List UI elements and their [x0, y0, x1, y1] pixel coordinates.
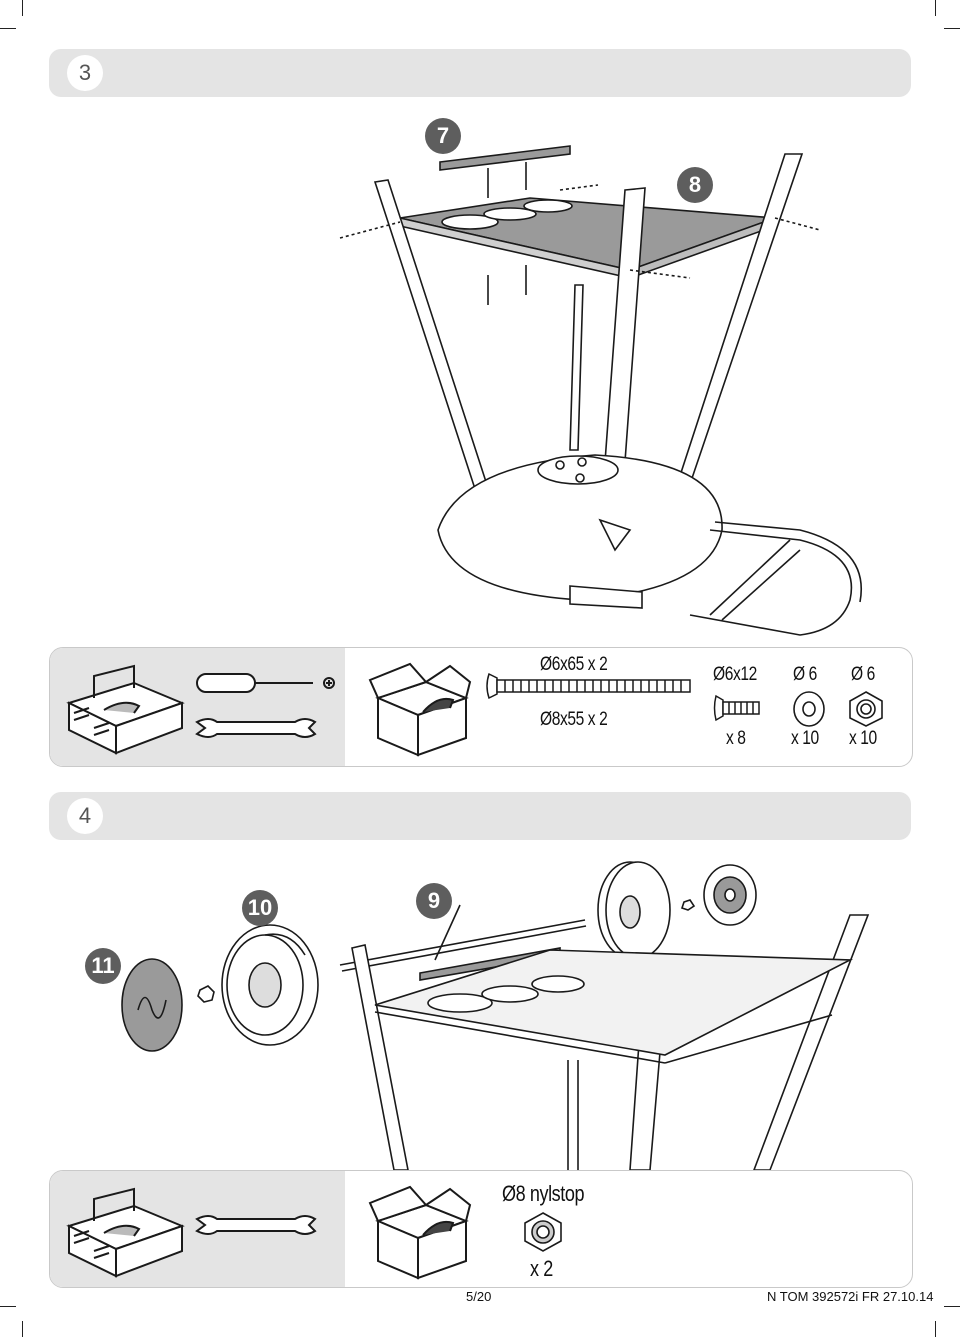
step-number: 4	[67, 798, 103, 834]
step-number: 3	[67, 55, 103, 91]
step-3-illustration: 7 8	[330, 110, 870, 640]
nylstop-qty: x 2	[530, 1256, 553, 1281]
long-screw-icon	[486, 672, 691, 700]
crop-mark	[22, 0, 23, 16]
step-4-header: 4	[49, 792, 911, 840]
step-4-parts-panel: Ø8 nylstop x 2	[49, 1170, 913, 1288]
crop-mark	[0, 1306, 16, 1307]
tools-area	[50, 648, 345, 766]
box-icon	[368, 662, 472, 757]
tools-area	[50, 1171, 345, 1287]
nut-size: Ø 6	[851, 664, 875, 685]
screwdriver-icon	[196, 673, 335, 693]
short-screw-qty: x 8	[726, 728, 746, 749]
washer-qty: x 10	[791, 728, 819, 749]
crop-mark	[22, 1321, 23, 1337]
crop-mark	[0, 28, 16, 29]
washer-icon	[793, 691, 825, 727]
crop-mark	[935, 1321, 936, 1337]
step-3-parts-panel: Ø6x65 x 2 Ø8x55 x 2 Ø6x12 x 8 Ø 6 x 10 Ø…	[49, 647, 913, 767]
nylstop-label: Ø8 nylstop	[502, 1181, 585, 1206]
crop-mark	[935, 0, 936, 16]
short-screw-size: Ø6x12	[713, 664, 757, 685]
long-screw-label: Ø6x65 x 2	[540, 654, 608, 675]
wrench-icon	[195, 718, 317, 738]
nylstop-nut-icon	[524, 1212, 562, 1252]
nut-qty: x 10	[849, 728, 877, 749]
toolbox-icon	[66, 664, 185, 755]
long-screw-alt-label: Ø8x55 x 2	[540, 709, 608, 730]
short-screw-icon	[713, 694, 760, 722]
box-icon	[368, 1185, 472, 1280]
crop-mark	[944, 28, 960, 29]
toolbox-icon	[66, 1187, 185, 1278]
page-number: 5/20	[466, 1289, 492, 1304]
document-reference: N TOM 392572i FR 27.10.14	[767, 1289, 934, 1304]
wrench-icon	[195, 1215, 317, 1235]
callout-7: 7	[425, 118, 461, 154]
callout-11: 11	[85, 948, 121, 984]
step-3-header: 3	[49, 49, 911, 97]
step-4-illustration: 10 9 11	[85, 860, 880, 1171]
wheel-assembly-drawing	[121, 861, 870, 1171]
callout-10: 10	[242, 890, 278, 926]
callout-9: 9	[416, 883, 452, 919]
crop-mark	[944, 1306, 960, 1307]
nut-icon	[849, 691, 883, 727]
washer-size: Ø 6	[793, 664, 817, 685]
grill-assembly-drawing	[339, 145, 862, 636]
callout-8: 8	[677, 167, 713, 203]
